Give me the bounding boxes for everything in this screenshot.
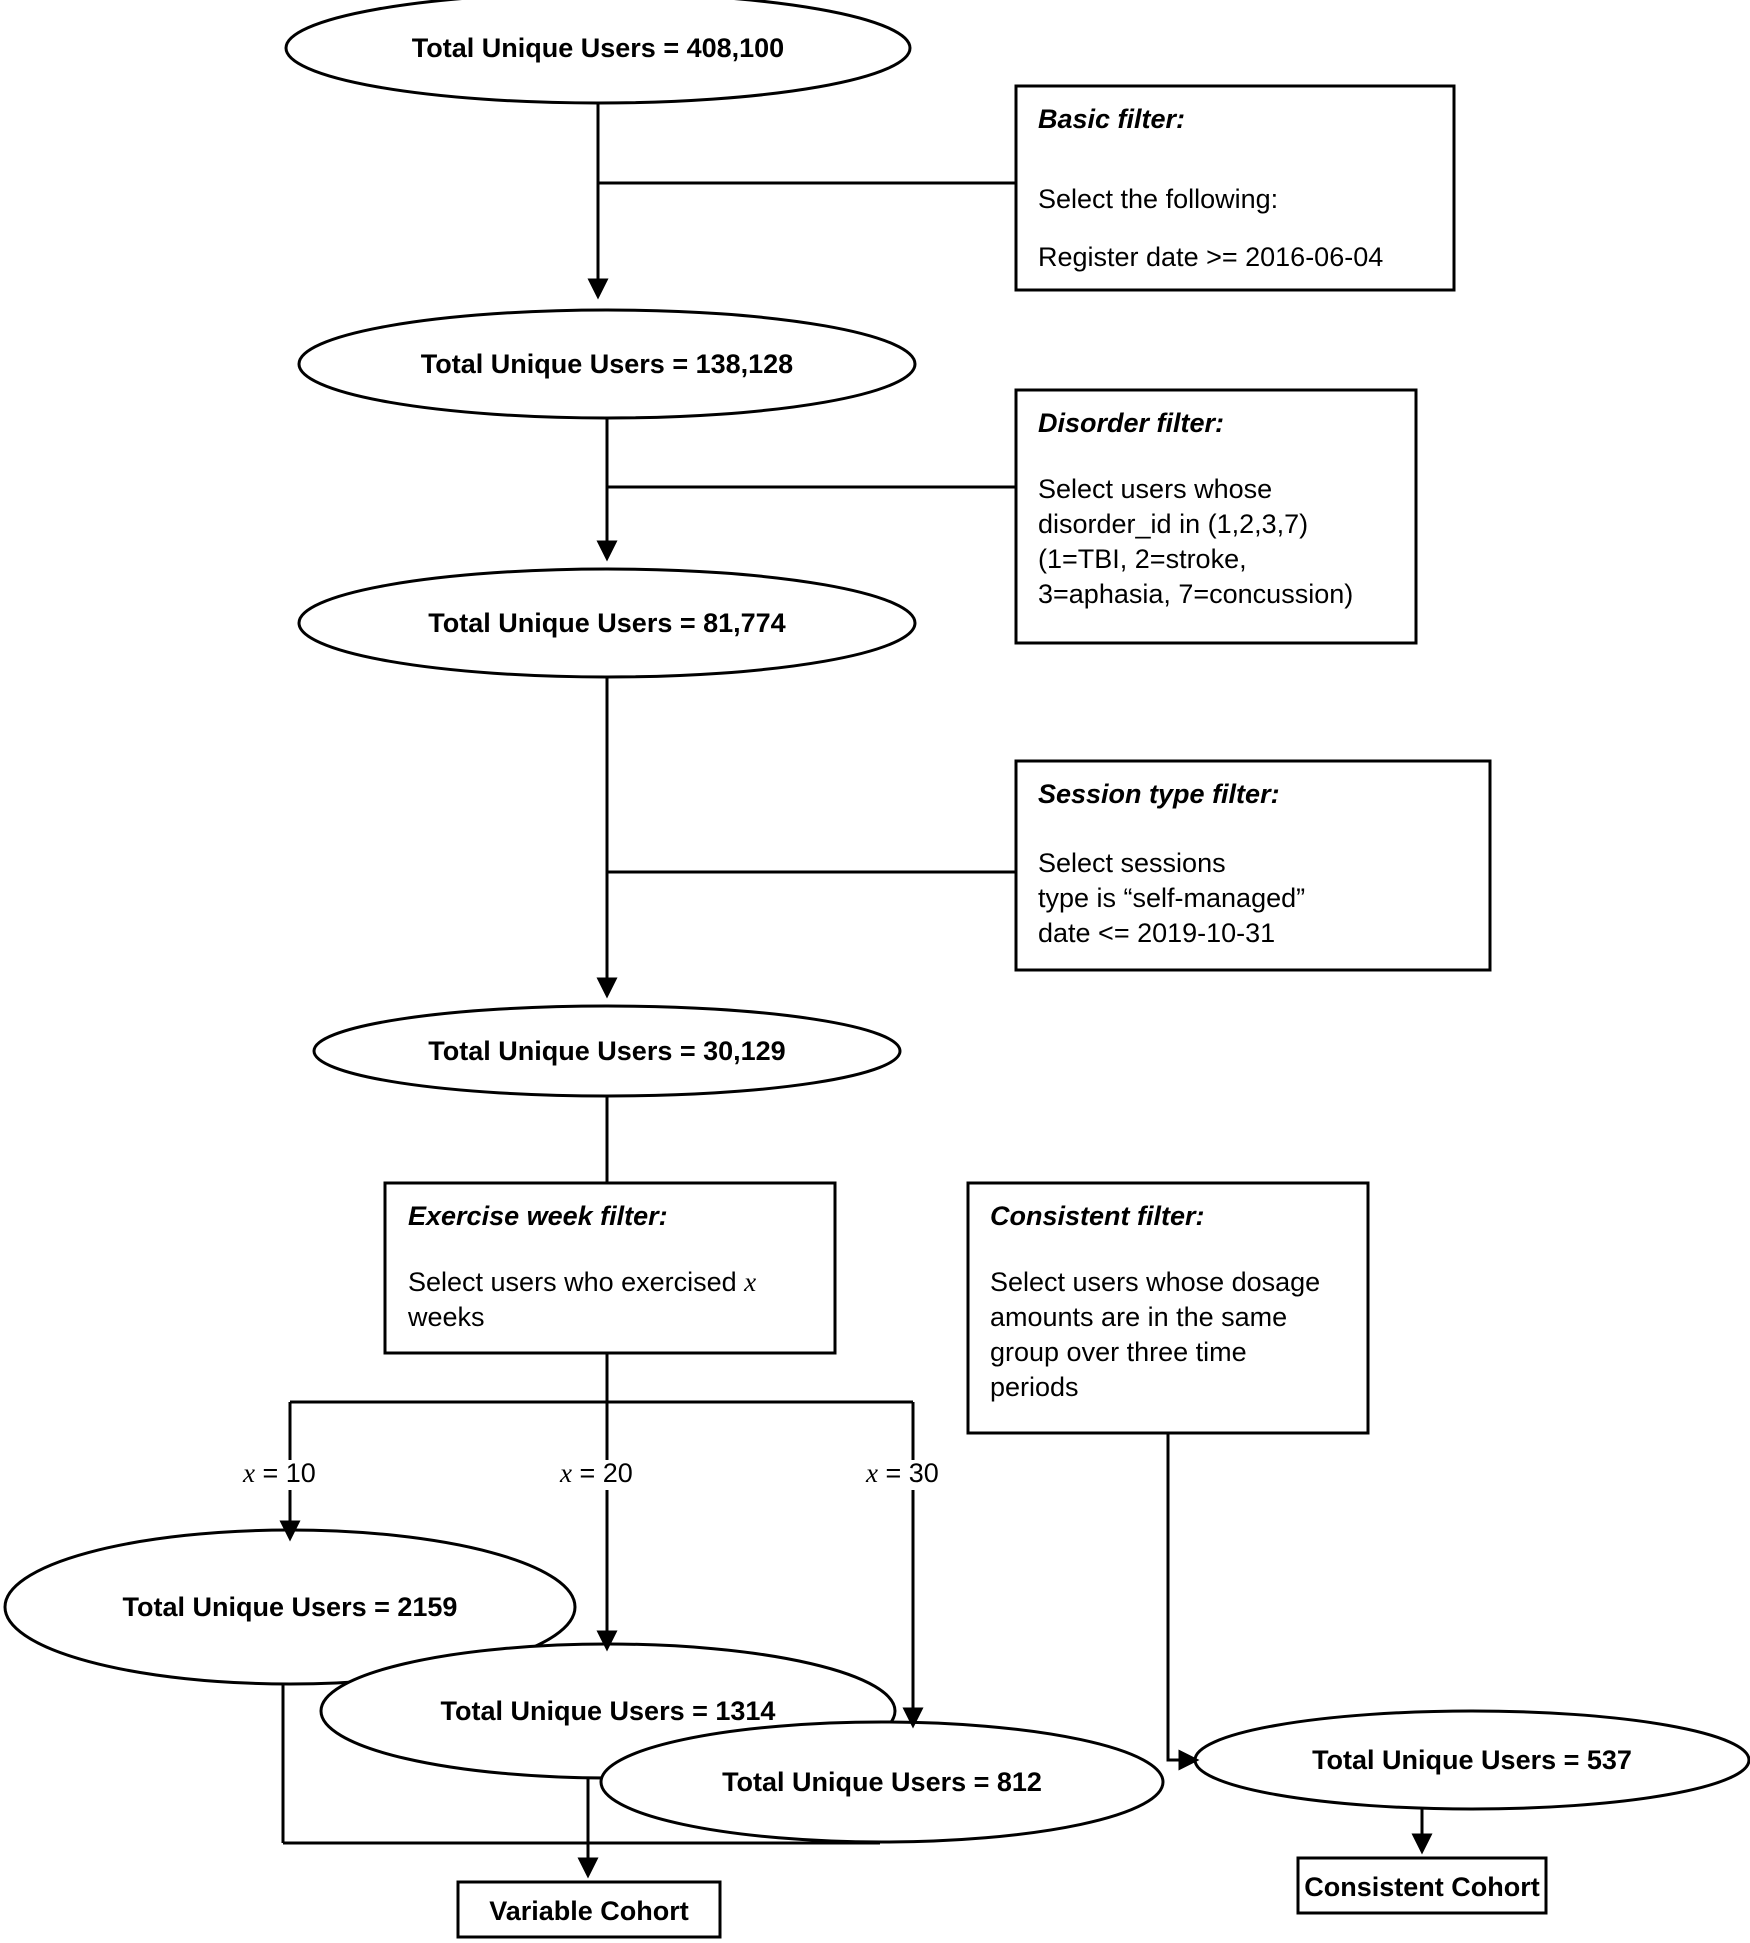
outcome-label-variable-cohort: Variable Cohort [489, 1896, 689, 1926]
filter-body-disorder-line4: 3=aphasia, 7=concussion) [1038, 579, 1354, 609]
node-label-2159: Total Unique Users = 2159 [122, 1592, 458, 1622]
filter-body-session-line1: Select sessions [1038, 848, 1226, 878]
filter-body-exercise-week: Select users who exercised x weeks [408, 1265, 818, 1334]
filter-body-session-line2: type is “self-managed” [1038, 883, 1306, 913]
node-label-30129: Total Unique Users = 30,129 [428, 1036, 786, 1066]
branch-eq-3: = 30 [877, 1458, 939, 1488]
branch-label-x-equals-30: x = 30 [866, 1458, 939, 1489]
filter-body-exercise-week-pre: Select users who exercised [408, 1267, 745, 1297]
outcome-box-consistent-cohort [1296, 1856, 1548, 1915]
filter-body-session-line3: date <= 2019-10-31 [1038, 918, 1276, 948]
node-ellipse-812 [599, 1720, 1165, 1844]
node-label-138128: Total Unique Users = 138,128 [420, 349, 794, 379]
filter-body-disorder-line3: (1=TBI, 2=stroke, [1038, 544, 1247, 574]
filter-box-disorder [1014, 388, 1418, 645]
branch-var-3: x [866, 1458, 878, 1488]
filter-body-consistent-line2: amounts are in the same [990, 1302, 1288, 1332]
branch-eq-2: = 20 [571, 1458, 633, 1488]
filter-title-basic: Basic filter: [1038, 104, 1186, 134]
filter-body-disorder-line2: disorder_id in (1,2,3,7) [1038, 509, 1309, 539]
branch-var-1: x [243, 1458, 255, 1488]
filter-body-basic-line2: Register date >= 2016-06-04 [1038, 242, 1384, 272]
filter-body-disorder-line1: Select users whose [1038, 474, 1273, 504]
filter-body-consistent-line3: group over three time [990, 1337, 1247, 1367]
edge-consistent-filter-to-537 [1166, 1433, 1200, 1771]
node-label-1314: Total Unique Users = 1314 [440, 1696, 776, 1726]
filter-body-basic-line1: Select the following: [1038, 184, 1279, 214]
outcome-label-consistent-cohort: Consistent Cohort [1304, 1872, 1540, 1902]
node-label-537: Total Unique Users = 537 [1312, 1745, 1632, 1775]
branch-label-x-equals-20: x = 20 [560, 1458, 633, 1489]
branch-eq-1: = 10 [254, 1458, 316, 1488]
filter-box-exercise-week [383, 1181, 837, 1355]
branch-var-2: x [560, 1458, 572, 1488]
filter-box-consistent [966, 1181, 1370, 1435]
filter-title-consistent: Consistent filter: [990, 1201, 1205, 1231]
filter-title-session-type: Session type filter: [1038, 779, 1280, 809]
filter-box-basic [1014, 84, 1456, 292]
node-label-408100: Total Unique Users = 408,100 [411, 33, 785, 63]
node-label-812: Total Unique Users = 812 [722, 1767, 1042, 1797]
filter-title-disorder: Disorder filter: [1038, 408, 1225, 438]
filter-body-consistent-line4: periods [990, 1372, 1079, 1402]
filter-body-consistent-line1: Select users whose dosage [990, 1267, 1321, 1297]
filter-box-session-type [1014, 759, 1492, 972]
filter-body-exercise-week-post: weeks [408, 1301, 485, 1332]
node-label-81774: Total Unique Users = 81,774 [428, 608, 786, 638]
outcome-box-variable-cohort [456, 1880, 722, 1939]
filter-title-exercise-week: Exercise week filter: [408, 1201, 668, 1231]
filter-body-exercise-week-var: x [744, 1267, 757, 1297]
branch-label-x-equals-10: x = 10 [243, 1458, 316, 1489]
